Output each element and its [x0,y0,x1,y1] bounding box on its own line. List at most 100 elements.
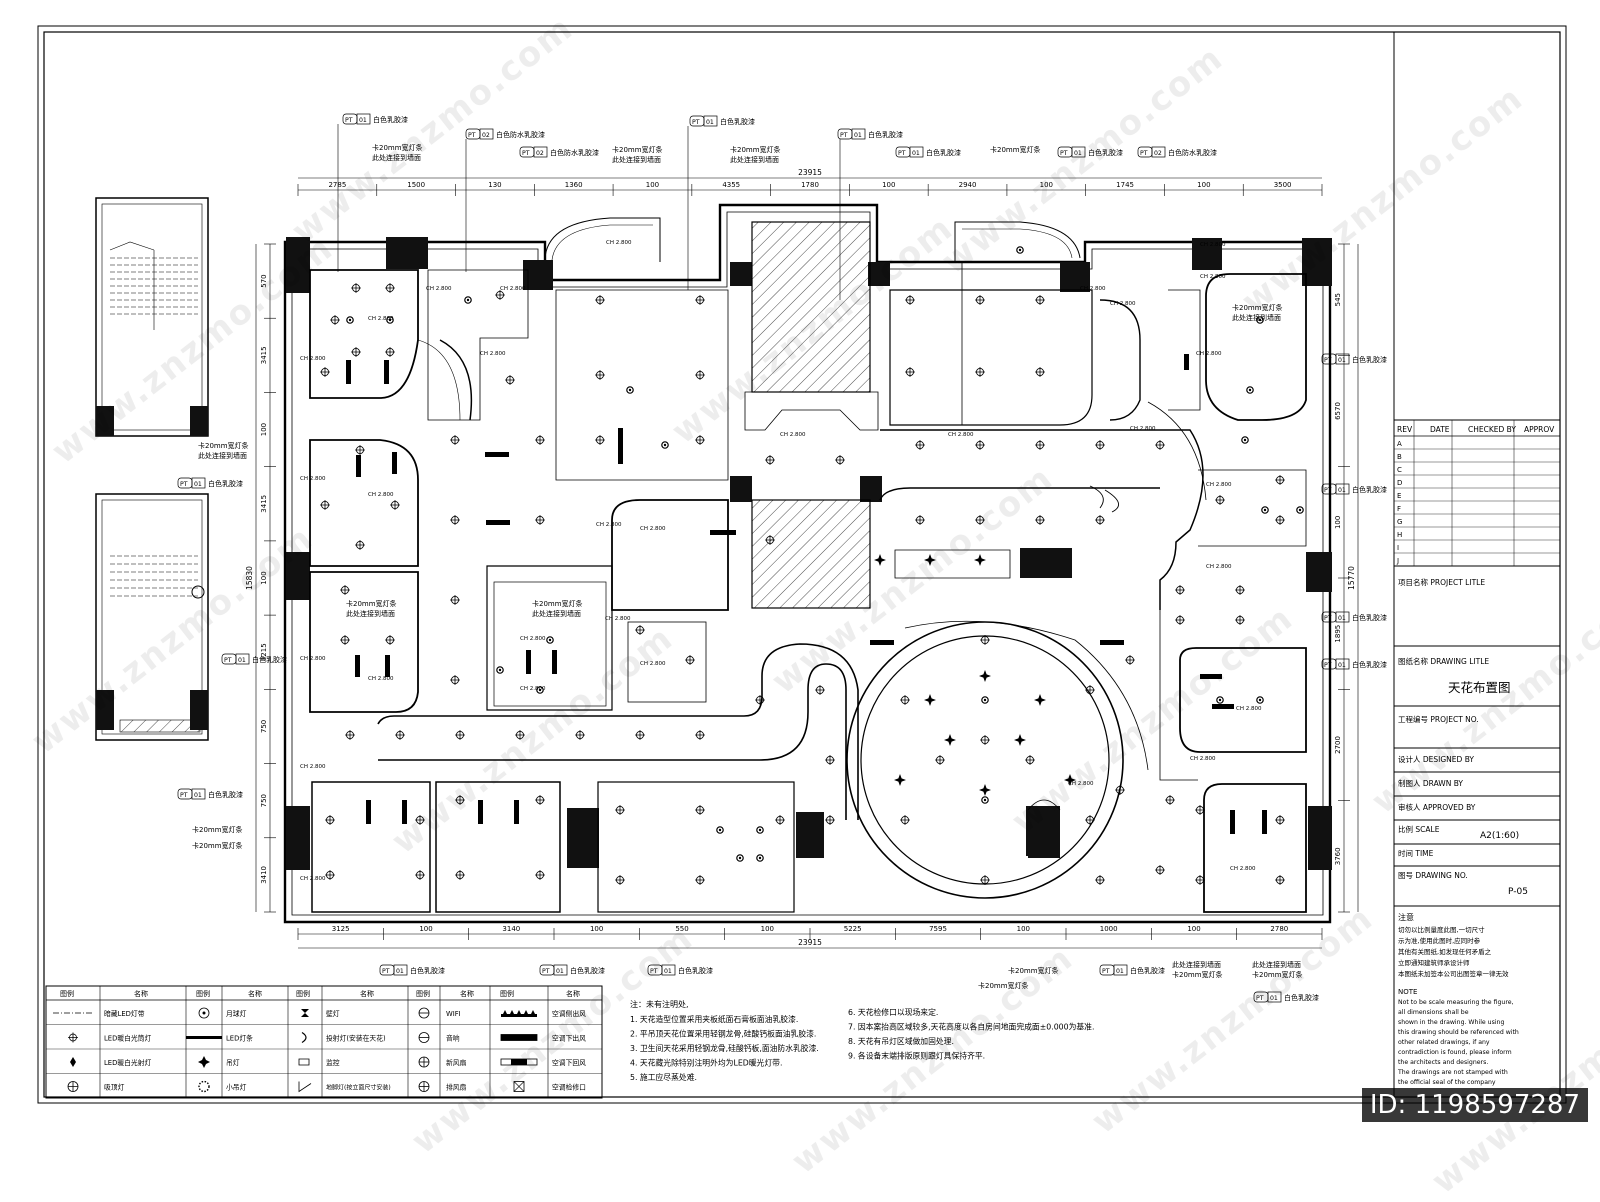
legend-item-name: 音响 [446,1034,460,1043]
stair-detail-upper-inner [101,203,203,431]
dim-value: 2780 [1270,925,1288,933]
dim-value: 750 [260,720,268,733]
spotlight-icon [536,686,544,694]
lamp-callout-text: 此处连接到墙面 [612,155,661,164]
spotlight-icon [756,826,764,834]
dim-total: 23915 [798,168,822,177]
dim-value: 100 [260,571,268,584]
ceiling-height-label: CH 2.800 [300,656,326,662]
spotlight-icon [716,826,724,834]
lamp-callout-text: 卡20mm宽灯条 [1172,970,1223,979]
ceiling-height-label: CH 2.800 [948,432,974,438]
ceiling-height-label: CH 2.800 [1110,301,1136,307]
tag-code: 01 [1338,357,1346,364]
rev-letter: C [1397,466,1402,474]
pendant-light-icon [1014,734,1026,746]
camera-icon [298,1058,310,1066]
note-en-line: all dimensions shall be [1398,1009,1469,1016]
stair-detail-upper [95,197,209,437]
tag-code: 01 [1074,150,1082,157]
note-item: 2. 平吊顶天花位置采用轻钢龙骨,硅酸钙板面油乳胶漆. [630,1029,816,1039]
wall-right-inner [1159,610,1198,781]
rev-header-rev: REV [1397,425,1413,434]
drawing-no: P-05 [1508,887,1528,897]
tag-code: 01 [1270,995,1278,1002]
dim-value: 100 [419,925,432,933]
linear-light-icon [385,655,390,677]
notes-heading: 注：未有注明处, [630,999,689,1009]
pendant-light-icon [979,670,991,682]
dim-value: 545 [1334,293,1342,306]
tag-pt: PT [650,968,658,975]
note-en-line: this drawing should be referenced with [1398,1029,1519,1036]
lamp-callout-text: 卡20mm宽灯条 [612,145,663,154]
lamp-callout-text: 卡20mm宽灯条 [990,145,1041,154]
dim-value: 1745 [1116,181,1134,189]
lamp-callout-text: 此处连接到墙面 [730,155,779,164]
legend-item-name: 月球灯 [226,1009,247,1018]
ac-down-supply-icon [500,1034,538,1041]
tag-pt: PT [1324,487,1332,494]
spotlight-icon [1241,436,1249,444]
tag-material: 白色乳胶漆 [373,115,408,124]
tag-code: 01 [1338,615,1346,622]
linear-light-icon [355,655,360,677]
pendant-light-icon [1064,774,1076,786]
tag-pt: PT [542,968,550,975]
legend-text: 图例名称图例名称图例名称图例名称图例名称暗藏LED灯带LED暖白光筒灯LED暖白… [60,989,586,1092]
bath-top-right [1168,289,1201,411]
construction-notes: 注：未有注明处, 1. 天花造型位置采用夹板纸面石膏板面油乳胶漆.2. 平吊顶天… [630,999,1094,1082]
rev-letter: D [1397,479,1402,487]
moon-light-icon [198,1007,210,1019]
curved-corridor-outer [377,643,859,820]
dim-value: 100 [882,181,895,189]
tag-code: 01 [664,968,672,975]
dim-value: 3500 [1274,181,1292,189]
legend-table: 图例名称图例名称图例名称图例名称图例名称暗藏LED灯带LED暖白光筒灯LED暖白… [45,985,603,1099]
floor-lamp-icon [298,1081,312,1093]
dim-total: 15830 [245,566,254,590]
wall-lamp-icon [301,1009,309,1017]
tag-pt: PT [692,119,700,126]
tag-material: 白色乳胶漆 [1284,993,1319,1002]
tag-code: 01 [359,117,367,124]
ceiling-height-label: CH 2.800 [605,616,631,622]
ceiling-height-label: CH 2.800 [596,522,622,528]
linear-light-icon [1212,704,1234,709]
ceiling-height-label: CH 2.800 [520,686,546,692]
ceiling-height-label: CH 2.800 [300,356,326,362]
legend-item-name: 小吊灯 [226,1083,247,1092]
tag-material: 白色乳胶漆 [1352,660,1387,669]
time-label: 时间 TIME [1398,848,1434,858]
spotlight-icon [1016,246,1024,254]
ceiling-fixtures [320,246,1304,885]
pendant-icon [198,1080,210,1093]
room-left-2 [309,439,419,567]
linear-light-icon [552,650,557,674]
stair-detail-upper-col-r [190,406,208,436]
linear-light-icon [485,452,509,457]
ceiling-height-label: CH 2.800 [780,432,806,438]
spotlight-icon [981,796,989,804]
tag-code: 02 [536,150,544,157]
rev-letter: A [1397,440,1402,448]
dim-value: 3410 [260,866,268,884]
dim-value: 3215 [260,643,268,661]
ceiling-height-label: CH 2.800 [500,286,526,292]
spotlight-icon [1256,316,1264,324]
legend-item-name: LED暖白光筒灯 [104,1034,152,1043]
linear-light-icon [1184,354,1189,370]
tag-code: 02 [482,132,490,139]
ceiling-height-label: CH 2.800 [1206,564,1232,570]
ceiling-height-label: CH 2.800 [300,764,326,770]
dim-value: 1500 [407,181,425,189]
drawing-title-label: 图纸名称 DRAWING LITLE [1398,656,1489,666]
circular-ceiling-outer [846,621,1124,899]
stair-landing [744,391,879,431]
tag-pt: PT [898,150,906,157]
pendant-light-icon [924,694,936,706]
ceiling-height-label: CH 2.800 [1196,351,1222,357]
tag-code: 01 [194,481,202,488]
